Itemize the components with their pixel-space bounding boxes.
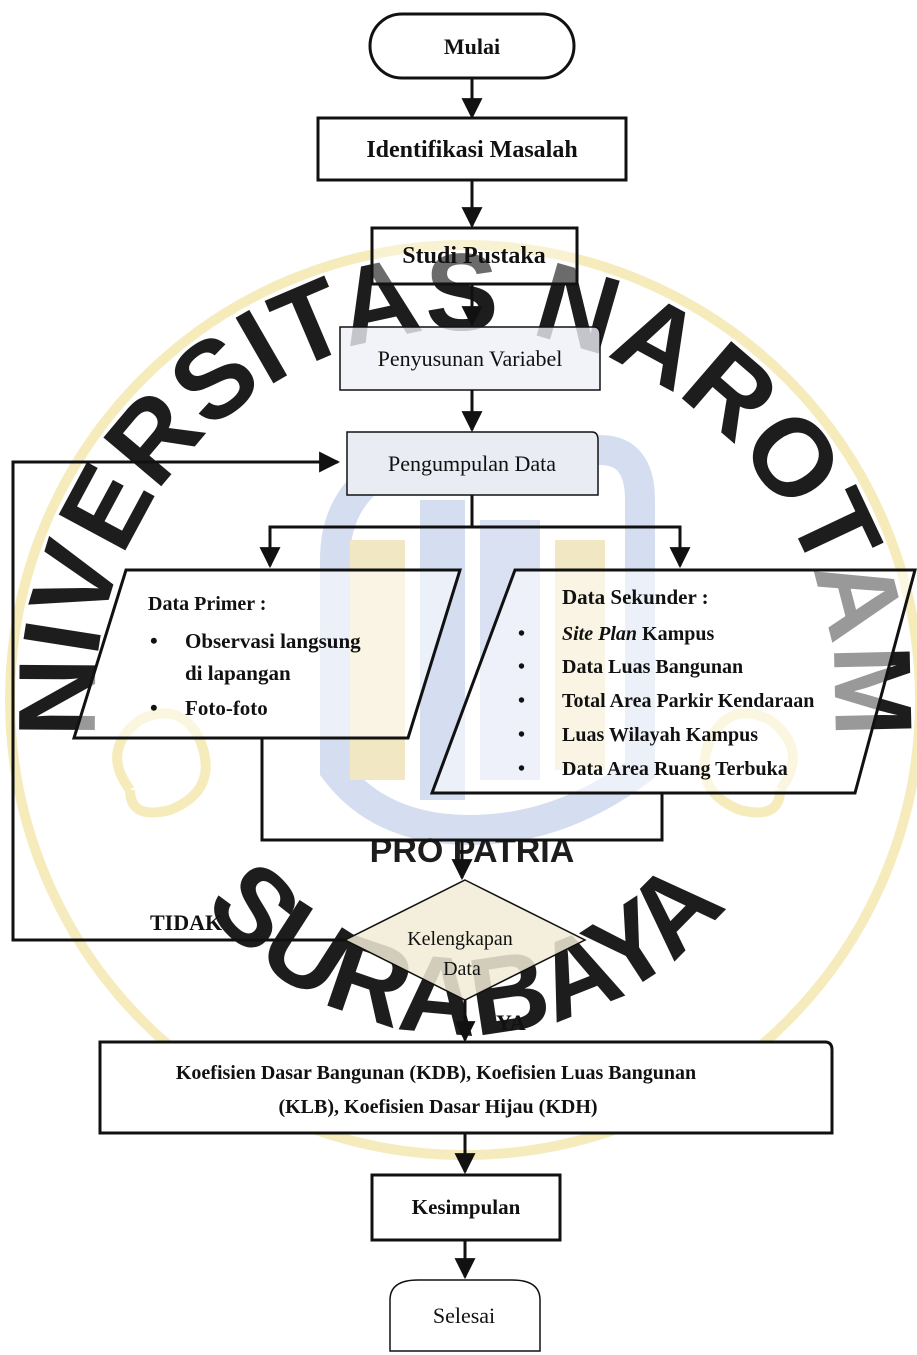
secondary-bullet: •: [518, 656, 525, 678]
end-label: Selesai: [433, 1303, 495, 1328]
node-primary-data: Data Primer : • Observasi langsung di la…: [71, 568, 463, 740]
primary-bullet: •: [150, 695, 158, 720]
secondary-item: Total Area Parkir Kendaraan: [562, 690, 814, 712]
primary-bullet: •: [150, 628, 158, 653]
study-label: Studi Pustaka: [402, 243, 545, 269]
identify-label: Identifikasi Masalah: [366, 137, 577, 163]
arrow-collect-primary: [259, 495, 474, 569]
secondary-item: Data Luas Bangunan: [562, 656, 743, 678]
coef-line1: Koefisien Dasar Bangunan (KDB), Koefisie…: [176, 1062, 696, 1084]
coef-line2: (KLB), Koefisien Dasar Hijau (KDH): [278, 1096, 597, 1118]
arrow-no-loop: [11, 451, 345, 942]
node-conclusion: Kesimpulan: [370, 1173, 562, 1242]
primary-item: Foto-foto: [185, 696, 268, 720]
primary-title: Data Primer :: [148, 593, 266, 615]
yes-label: YA: [496, 1010, 526, 1035]
decision-label-line2: Data: [443, 958, 481, 980]
collect-label: Pengumpulan Data: [388, 451, 556, 476]
conclusion-label: Kesimpulan: [412, 1195, 521, 1219]
node-study: Studi Pustaka: [370, 226, 579, 286]
node-end: Selesai: [389, 1279, 541, 1352]
primary-item: di lapangan: [185, 661, 291, 685]
secondary-bullet: •: [518, 623, 525, 645]
node-collect: Pengumpulan Data: [346, 431, 599, 496]
node-variables: Penyusunan Variabel: [339, 326, 601, 391]
node-coefficients: Koefisien Dasar Bangunan (KDB), Koefisie…: [98, 1040, 834, 1135]
watermark-motto: PRO PATRIA: [370, 832, 575, 870]
primary-item: Observasi langsung: [185, 629, 361, 653]
secondary-item: Site Plan Kampus: [562, 623, 714, 645]
secondary-item: Luas Wilayah Kampus: [562, 724, 758, 746]
arrow-collect-secondary: [472, 525, 691, 569]
node-identify: Identifikasi Masalah: [316, 116, 628, 182]
connectors: [11, 78, 691, 1280]
node-secondary-data: Data Sekunder : • Site Plan Kampus • Dat…: [429, 568, 917, 795]
decision-label-line1: Kelengkapan: [407, 928, 513, 950]
secondary-bullet: •: [518, 690, 525, 712]
variables-label: Penyusunan Variabel: [378, 346, 563, 371]
node-decision: Kelengkapan Data: [343, 879, 587, 1001]
secondary-bullet: •: [518, 724, 525, 746]
secondary-item: Data Area Ruang Terbuka: [562, 758, 788, 780]
node-start: Mulai: [368, 12, 576, 80]
no-label: TIDAK: [150, 910, 222, 935]
secondary-title: Data Sekunder :: [562, 585, 709, 609]
secondary-bullet: •: [518, 758, 525, 780]
start-label: Mulai: [444, 34, 500, 59]
